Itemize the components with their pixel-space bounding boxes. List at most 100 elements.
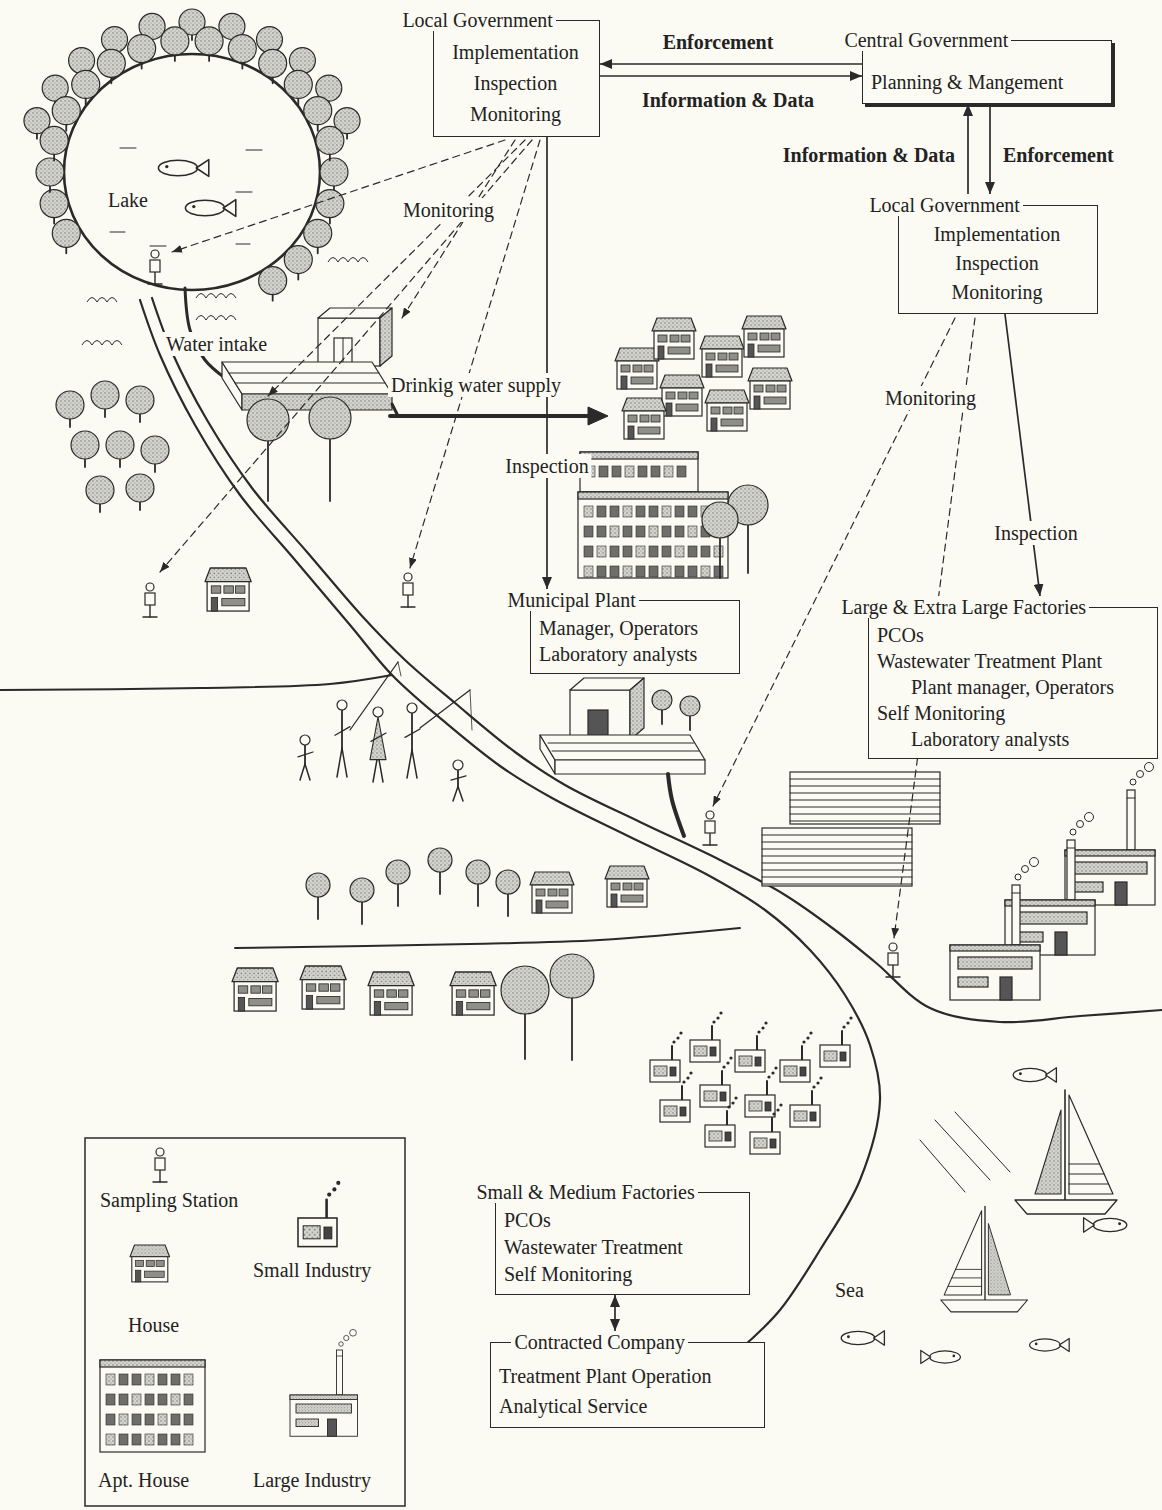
apartment-window [675,506,684,517]
tree-crown [652,690,672,710]
smoke [327,1193,331,1197]
fish-eye [847,1335,850,1338]
smoke [676,1036,679,1039]
apartment-window [171,1414,180,1425]
house-window [758,345,780,352]
tank-channel [552,751,699,752]
house-window [546,901,568,908]
house [705,390,749,431]
smoke [727,1105,730,1108]
chimney [681,1086,683,1100]
fish-body [185,200,224,215]
apartment-window [623,506,632,517]
small-factory-door [710,1047,716,1056]
box-heading: Small & Medium Factories [473,1181,697,1203]
house-window [633,365,642,372]
person-leg [453,787,458,801]
apartment-roof [100,1360,205,1367]
outfall-pipe [668,774,684,836]
smoke [806,1036,809,1039]
fish-eye [192,205,195,208]
tree-crown [71,431,99,459]
station-head [404,573,412,581]
map-label: Water intake [163,332,270,356]
small-factory-door [324,1227,332,1239]
tree-crown [702,502,738,538]
person [370,707,386,782]
apartment-window [145,1374,154,1385]
sampling-station [143,583,157,617]
fish-tail [1084,1218,1095,1232]
house-window [317,996,340,1003]
tree [36,158,64,192]
chimney [801,1046,803,1060]
chimney [756,1036,758,1050]
person-leg [412,750,417,778]
smoke [344,1335,349,1340]
station-body [888,953,898,965]
sail-stripe [956,1269,982,1270]
house-door [621,376,627,389]
box-line: Laboratory analysts [539,641,729,667]
fish [1030,1338,1070,1351]
tree-crown [496,870,520,894]
grass-tuft [196,294,236,299]
apartment-window [184,1394,193,1405]
monitoring-line [268,140,525,396]
water-dash [120,148,136,149]
fish [841,1331,884,1345]
factory-roof [950,945,1040,951]
small-factory-wall [735,1050,765,1072]
house-roof [700,336,744,349]
house-roof [300,966,346,980]
station-base [148,283,162,284]
house-roof [742,316,786,329]
building-stripe [762,856,912,857]
house-window [764,397,786,404]
factory-door [1115,882,1127,905]
house-window [621,365,630,372]
house-window [651,415,660,422]
house-wall [750,381,790,409]
apartment-window [158,1434,167,1445]
station-body [705,821,715,833]
tank-channel [229,373,379,374]
box-line: Implementation [907,220,1087,249]
apartment-window [701,546,710,557]
house-window [638,427,660,434]
apartment-window [145,1394,154,1405]
small-factory [298,1181,340,1247]
factory-roof [290,1395,358,1400]
tree-crown [86,476,114,504]
house-window [330,984,339,991]
smoke [779,1103,782,1106]
apartment-window [597,546,606,557]
edge-label: Inspection [502,454,591,478]
house [530,872,574,913]
tree [428,848,452,894]
apartment-window [612,466,621,477]
building-stripe [762,842,912,843]
smoke [757,1030,760,1033]
chimney [811,1091,813,1105]
person-head [300,735,310,745]
house-door [374,1001,380,1015]
small-factory-door [670,1067,676,1076]
fish-tail [196,160,209,177]
box-heading: Central Government [841,29,1011,51]
person [405,703,420,778]
small-factory-wall [298,1218,337,1247]
apartment-window [119,1374,128,1385]
chimney [1012,885,1020,945]
apartment-wall [580,452,698,492]
smoke [726,1061,729,1064]
water-dash [110,232,125,233]
box-heading: Municipal Plant [504,589,638,611]
apartment-window [145,1414,154,1425]
tree-crown [56,391,84,419]
tree [56,391,84,427]
box-heading: Large & Extra Large Factories [838,596,1089,618]
house-window [623,883,632,890]
person-leg [407,750,412,778]
tree-crown [228,35,256,63]
